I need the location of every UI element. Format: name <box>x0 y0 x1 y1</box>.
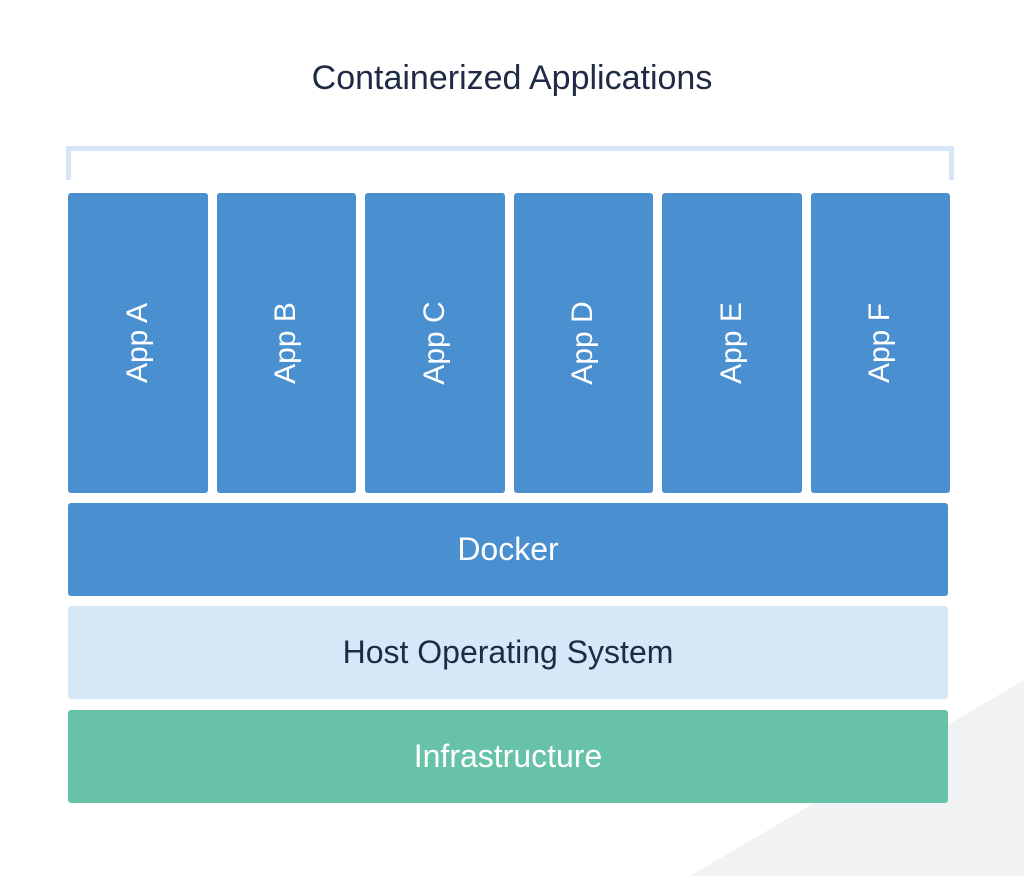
docker-label: Docker <box>457 531 559 567</box>
docker-layer: Docker <box>68 503 948 596</box>
app-e-label: App E <box>714 302 748 384</box>
app-b-label: App B <box>269 302 303 384</box>
app-c-label: App C <box>417 301 451 385</box>
app-d-label: App D <box>566 301 600 385</box>
app-a-label: App A <box>120 302 154 384</box>
app-a-container: App A <box>68 193 208 493</box>
app-f-container: App F <box>810 193 950 493</box>
diagram-title: Containerized Applications <box>311 59 713 97</box>
app-c-container: App C <box>365 193 505 493</box>
infrastructure-layer: Infrastructure <box>68 710 948 803</box>
applications-bracket <box>66 146 954 180</box>
host-os-layer: Host Operating System <box>68 606 948 699</box>
infrastructure-label: Infrastructure <box>413 738 603 774</box>
app-container-row: App A App B App C App D App E App F <box>68 193 950 493</box>
app-b-container: App B <box>216 193 356 493</box>
app-e-container: App E <box>662 193 802 493</box>
app-d-container: App D <box>513 193 653 493</box>
host-os-label: Host Operating System <box>342 634 674 670</box>
app-f-label: App F <box>863 302 897 384</box>
